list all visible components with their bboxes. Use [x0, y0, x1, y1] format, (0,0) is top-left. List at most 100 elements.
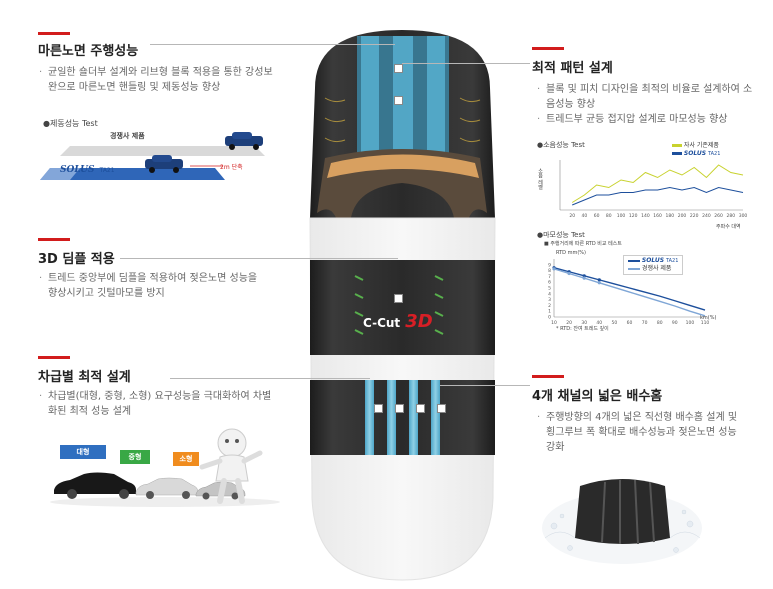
- x-tick-label: 50: [612, 320, 618, 326]
- x-tick-label: 140: [641, 213, 650, 219]
- x-tick-label: 120: [629, 213, 638, 219]
- y-tick-label: 3: [548, 297, 551, 303]
- legend-suffix: TA21: [707, 151, 721, 157]
- red-accent-bar: [38, 32, 70, 35]
- leader-class: [170, 378, 370, 379]
- y-tick-label: 2: [548, 303, 551, 309]
- x-tick-label: 60: [594, 213, 600, 219]
- x-tick-label: 40: [582, 213, 588, 219]
- grooves-title: 4개 채널의 넓은 배수홈: [532, 389, 663, 404]
- x-tick-label: 10: [551, 320, 557, 326]
- model-text: TA21: [99, 167, 115, 174]
- noise-xlabel: 주파수 대역: [716, 224, 741, 230]
- legend-text: SOLUS: [683, 150, 707, 157]
- noise-ylabel: 소음 레벨: [537, 168, 543, 190]
- leader-dimple: [120, 258, 398, 259]
- series-line: [572, 186, 744, 206]
- x-tick-label: 280: [727, 213, 736, 219]
- x-tick-label: 180: [666, 213, 675, 219]
- legend-suffix: TA21: [665, 258, 679, 264]
- dry-handling-title: 마른노면 주행성능: [38, 44, 139, 59]
- competitor-label: 경쟁사 제품: [110, 132, 145, 140]
- c-cut-text: C-Cut: [363, 316, 401, 330]
- y-tick-label: 4: [548, 291, 551, 297]
- x-tick-label: 100: [617, 213, 626, 219]
- grooves-bullet: 주행방향의 4개의 넓은 직선형 배수홈 설계 및 횡그루브 폭 확대로 배수성…: [537, 410, 746, 455]
- wear-chart-label: ●마모성능 Test: [537, 231, 585, 239]
- x-tick-label: 200: [678, 213, 687, 219]
- leader-pattern: [402, 63, 530, 64]
- red-accent-bar: [38, 238, 70, 241]
- marker-dry-handling: [394, 64, 403, 73]
- data-point: [597, 278, 601, 282]
- braking-test-graphic: [40, 132, 265, 180]
- x-tick-label: 90: [672, 320, 678, 326]
- dimple-title: 3D 딤플 적용: [38, 252, 115, 267]
- x-tick-label: 110: [701, 320, 710, 326]
- series-line: [553, 268, 706, 317]
- series-line: [571, 164, 744, 203]
- dimple-bullet: 트레드 중앙부에 딤플을 적용하여 젖은노면 성능을 향상시키고 깃털마모를 방…: [39, 271, 263, 301]
- x-tick-label: 40: [596, 320, 602, 326]
- red-accent-bar: [532, 47, 564, 50]
- leader-grooves: [440, 385, 530, 386]
- noise-chart-label: ●소음성능 Test: [537, 141, 585, 149]
- solus-logo-braking: SOLUS TA21: [60, 157, 115, 176]
- legend-swatch: [628, 267, 640, 270]
- marker-dimple: [394, 294, 403, 303]
- water-splash-tire: [542, 479, 702, 564]
- braking-test-label: ●제동성능 Test: [43, 119, 98, 128]
- wear-xlabel: km(%): [700, 315, 717, 321]
- x-tick-label: 70: [642, 320, 648, 326]
- series-line: [553, 267, 706, 311]
- wear-note: * RTD: 잔여 트레드 깊이: [556, 326, 609, 332]
- marker-pattern: [394, 96, 403, 105]
- marker-groove-3: [416, 404, 425, 413]
- x-tick-label: 80: [657, 320, 663, 326]
- class-title: 차급별 최적 설계: [38, 370, 131, 385]
- marker-groove-4: [437, 404, 446, 413]
- x-tick-label: 30: [581, 320, 587, 326]
- x-tick-label: 20: [569, 213, 575, 219]
- data-point: [582, 276, 586, 280]
- legend-text: 경쟁사 제품: [641, 265, 672, 272]
- x-tick-label: 300: [739, 213, 748, 219]
- marker-groove-2: [395, 404, 404, 413]
- y-tick-label: 5: [548, 286, 551, 292]
- red-accent-bar: [38, 356, 70, 359]
- marker-groove-1: [374, 404, 383, 413]
- data-point: [582, 274, 586, 278]
- wear-legend: SOLUS TA21 경쟁사 제품: [623, 255, 684, 275]
- data-point: [567, 271, 571, 276]
- wear-chart-sublabel: ■ 주행거리에 따른 RTD 비교 테스트: [544, 241, 622, 247]
- x-tick-label: 80: [606, 213, 612, 219]
- y-tick-label: 6: [548, 280, 551, 286]
- noise-legend: 자사 기존제품 SOLUS TA21: [672, 142, 720, 158]
- class-bullet: 차급별(대형, 중형, 소형) 요구성능을 극대화하여 차별화된 최적 성능 설…: [39, 389, 280, 419]
- c-cut-3d: 3D: [405, 311, 433, 332]
- legend-text: SOLUS: [641, 257, 665, 264]
- x-tick-label: 220: [690, 213, 699, 219]
- y-tick-label: 1: [548, 309, 551, 315]
- leader-dry-handling: [150, 44, 395, 45]
- legend-text: 자사 기존제품: [683, 142, 719, 149]
- dry-handling-bullet: 균일한 숄더부 설계와 리브형 블록 적용을 통한 강성보완으로 마른노면 핸들…: [39, 65, 273, 95]
- chip-small: 소형: [173, 452, 199, 466]
- red-accent-bar: [532, 375, 564, 378]
- data-point: [597, 281, 601, 285]
- brand-text: SOLUS: [60, 165, 95, 175]
- x-tick-label: 100: [686, 320, 695, 326]
- y-tick-label: 0: [548, 315, 551, 321]
- noise-legend-item-2: SOLUS TA21: [672, 150, 720, 158]
- y-tick-label: 8: [548, 268, 551, 274]
- x-tick-label: 20: [566, 320, 572, 326]
- wear-ylabel: RTD mm(%): [556, 250, 586, 256]
- y-tick-label: 9: [548, 262, 551, 268]
- pattern-bullet-2: 트레드부 균등 접지압 설계로 마모성능 향상: [537, 112, 756, 127]
- chip-medium: 중형: [120, 450, 150, 464]
- x-tick-label: 160: [653, 213, 662, 219]
- wear-legend-item-1: SOLUS TA21: [628, 257, 678, 265]
- pattern-bullet-1: 블록 및 피치 디자인을 최적의 비율로 설계하여 소음성능 향상: [537, 82, 756, 112]
- noise-legend-item-1: 자사 기존제품: [672, 142, 720, 150]
